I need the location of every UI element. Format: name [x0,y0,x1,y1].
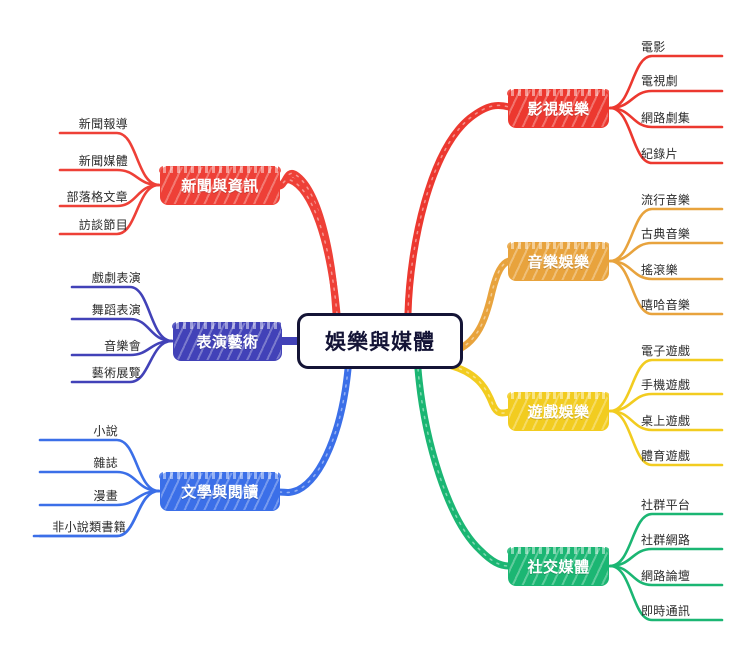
leaf-performing-3[interactable]: 藝術展覽 [91,366,141,380]
branch-fill-news [159,166,281,204]
leaf-music-1[interactable]: 古典音樂 [641,227,691,241]
branch-fill-literature [159,472,281,510]
branch-fill-game [507,392,610,430]
leaf-performing-2[interactable]: 音樂會 [104,339,141,353]
branch-fill-film [507,89,610,127]
leaf-music-3[interactable]: 嘻哈音樂 [641,298,691,312]
leaf-film-0[interactable]: 電影 [641,40,666,54]
branch-label-news: 新聞與資訊 [181,177,259,195]
leaf-film-2[interactable]: 網路劇集 [641,111,691,125]
branch-node-news[interactable]: 新聞與資訊 [159,166,281,204]
leaf-literature-1[interactable]: 雜誌 [93,456,118,470]
leaf-game-1[interactable]: 手機遊戲 [641,378,691,392]
branch-node-literature[interactable]: 文學與閱讀 [159,472,281,510]
branch-label-performing: 表演藝術 [196,333,259,351]
branch-node-game[interactable]: 遊戲娛樂 [507,392,610,430]
branch-node-performing[interactable]: 表演藝術 [172,322,283,360]
branch-fill-performing [172,322,283,360]
leaf-music-0[interactable]: 流行音樂 [641,193,691,207]
leaf-film-1[interactable]: 電視劇 [641,74,678,88]
branch-label-film: 影視娛樂 [527,100,590,118]
branch-node-social[interactable]: 社交媒體 [507,547,610,585]
leaf-film-3[interactable]: 紀錄片 [641,147,678,161]
branch-fill-social [507,547,610,585]
leaf-literature-0[interactable]: 小說 [93,424,118,438]
leaf-social-2[interactable]: 網路論壇 [641,569,691,583]
leaf-news-0[interactable]: 新聞報導 [78,117,128,131]
branch-label-social: 社交媒體 [527,558,590,576]
leaf-news-3[interactable]: 訪談節目 [78,218,128,232]
branch-node-film[interactable]: 影視娛樂 [507,89,610,127]
branch-fill-music [507,242,610,280]
branch-label-music: 音樂娛樂 [527,253,590,271]
center-node-label: 娛樂與媒體 [325,330,435,354]
branch-label-game: 遊戲娛樂 [527,403,590,421]
leaf-social-1[interactable]: 社群網路 [641,533,691,547]
leaf-game-0[interactable]: 電子遊戲 [641,344,691,358]
leaf-news-1[interactable]: 新聞媒體 [78,154,128,168]
leaf-performing-1[interactable]: 舞蹈表演 [91,303,141,317]
branch-node-music[interactable]: 音樂娛樂 [507,242,610,280]
leaf-news-2[interactable]: 部落格文章 [66,190,128,204]
center-node[interactable]: 娛樂與媒體 [297,313,463,369]
leaf-music-2[interactable]: 搖滾樂 [641,263,678,277]
branch-label-literature: 文學與閱讀 [181,483,259,501]
leaf-social-3[interactable]: 即時通訊 [641,604,691,618]
leaf-literature-3[interactable]: 非小說類書籍 [52,520,126,534]
leaf-game-3[interactable]: 體育遊戲 [641,449,691,463]
leaf-literature-2[interactable]: 漫畫 [93,489,118,503]
leaf-social-0[interactable]: 社群平台 [641,498,691,512]
leaf-performing-0[interactable]: 戲劇表演 [91,271,141,285]
leaf-game-2[interactable]: 桌上遊戲 [641,414,691,428]
